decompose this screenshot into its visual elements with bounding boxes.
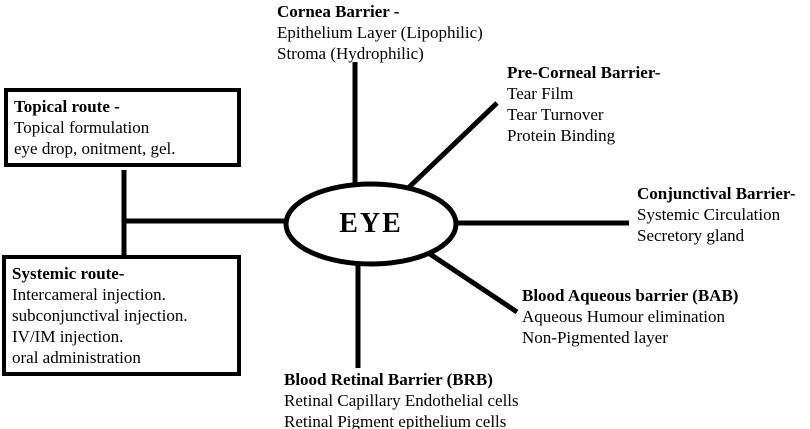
cornea-barrier-title: Cornea Barrier -: [277, 2, 400, 21]
systemic-route-line: Intercameral injection.: [12, 285, 166, 304]
precorneal-barrier-title: Pre-Corneal Barrier-: [507, 63, 661, 82]
conjunctival-barrier-line: Systemic Circulation: [637, 205, 781, 224]
systemic-route-line: IV/IM injection.: [12, 327, 124, 346]
systemic-route-line: oral administration: [12, 348, 141, 367]
node-systemic-route-box: Systemic route- Intercameral injection. …: [2, 255, 241, 376]
topical-route-line: Topical formulation: [14, 118, 150, 137]
cornea-barrier-line: Epithelium Layer (Lipophilic): [277, 23, 483, 42]
topical-route-title: Topical route -: [14, 97, 120, 116]
node-precorneal-barrier: Pre-Corneal Barrier- Tear Film Tear Turn…: [507, 62, 660, 146]
systemic-route-title: Systemic route-: [12, 264, 125, 283]
blood-retinal-barrier-line: Retinal Pigment epithelium cells: [284, 412, 507, 429]
blood-aqueous-barrier-line: Aqueous Humour elimination: [522, 307, 726, 326]
eye-ellipse: [283, 181, 459, 267]
topical-route-line: eye drop, onitment, gel.: [14, 139, 176, 158]
precorneal-barrier-line: Tear Film: [507, 84, 574, 103]
connector-bab: [425, 249, 519, 315]
connector-precorneal: [402, 101, 499, 194]
precorneal-barrier-line: Protein Binding: [507, 126, 616, 145]
node-topical-route-box: Topical route - Topical formulation eye …: [4, 88, 241, 167]
precorneal-barrier-line: Tear Turnover: [507, 105, 604, 124]
node-cornea-barrier: Cornea Barrier - Epithelium Layer (Lipop…: [277, 1, 483, 64]
blood-retinal-barrier-line: Retinal Capillary Endothelial cells: [284, 391, 519, 410]
systemic-route-line: subconjunctival injection.: [12, 306, 188, 325]
blood-aqueous-barrier-line: Non-Pigmented layer: [522, 328, 668, 347]
conjunctival-barrier-line: Secretory gland: [637, 226, 745, 245]
blood-retinal-barrier-title: Blood Retinal Barrier (BRB): [284, 370, 493, 389]
node-conjunctival-barrier: Conjunctival Barrier- Systemic Circulati…: [637, 183, 795, 246]
node-blood-aqueous-barrier: Blood Aqueous barrier (BAB) Aqueous Humo…: [522, 285, 738, 348]
blood-aqueous-barrier-title: Blood Aqueous barrier (BAB): [522, 286, 739, 305]
cornea-barrier-line: Stroma (Hydrophilic): [277, 44, 424, 63]
node-blood-retinal-barrier: Blood Retinal Barrier (BRB) Retinal Capi…: [284, 369, 519, 429]
conjunctival-barrier-title: Conjunctival Barrier-: [637, 184, 796, 203]
eye-label: EYE: [339, 208, 403, 239]
